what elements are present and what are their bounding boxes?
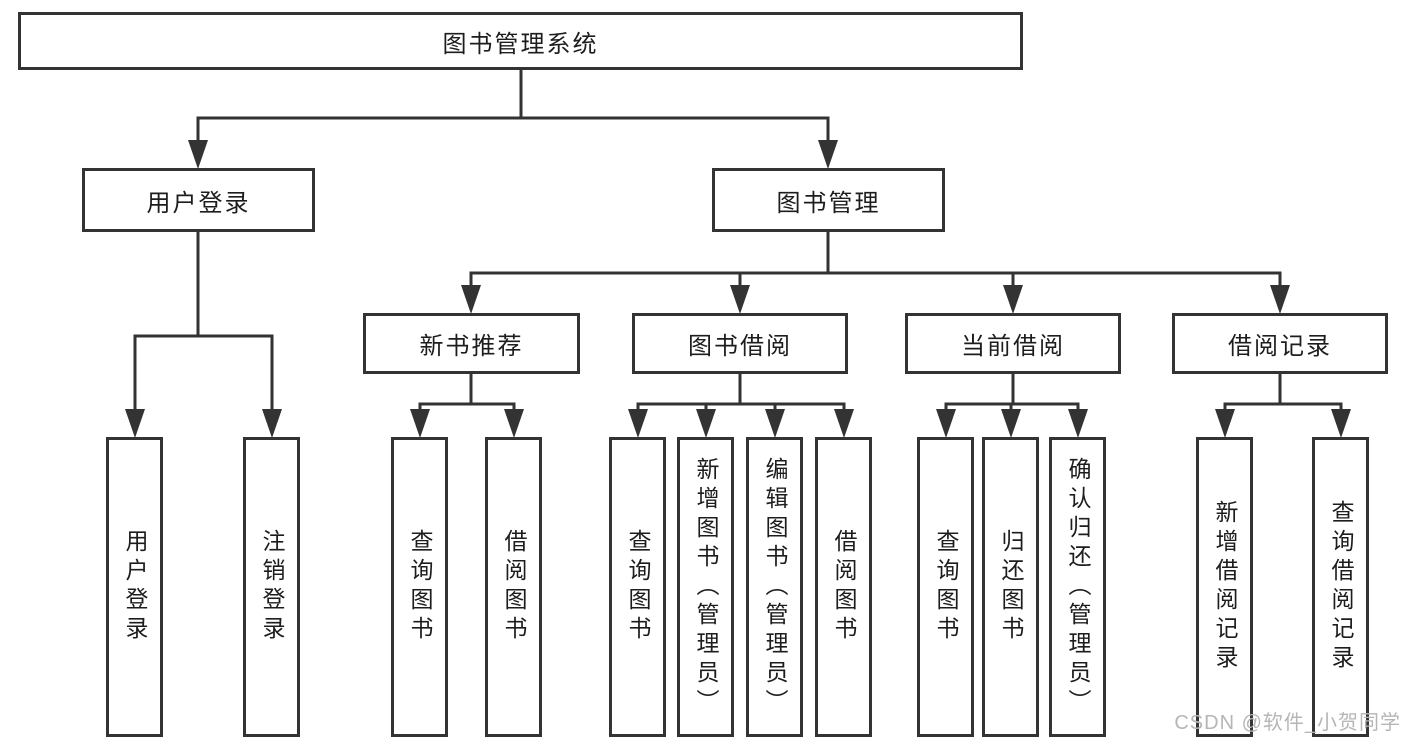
leaf-logout: 注销登录 bbox=[243, 437, 300, 737]
csdn-watermark: CSDN @软件_小贺同学 bbox=[1174, 712, 1401, 734]
node-label: 新增图书（管理员） bbox=[693, 456, 719, 718]
leaf-edit-books-admin: 编辑图书（管理员） bbox=[746, 437, 803, 737]
leaf-query-borrow-record: 查询借阅记录 bbox=[1312, 437, 1369, 737]
node-label: 新增借阅记录 bbox=[1212, 500, 1238, 674]
node-book-management: 图书管理 bbox=[712, 168, 945, 232]
node-label: 借阅图书 bbox=[831, 529, 857, 645]
node-user-login: 用户登录 bbox=[82, 168, 315, 232]
leaf-return-books: 归还图书 bbox=[982, 437, 1039, 737]
node-label: 用户登录 bbox=[146, 189, 251, 217]
leaf-borrow-books: 借阅图书 bbox=[815, 437, 872, 737]
node-new-book-recommend: 新书推荐 bbox=[363, 313, 580, 374]
node-label: 借阅记录 bbox=[1228, 333, 1332, 360]
leaf-borrow-books-recommend: 借阅图书 bbox=[485, 437, 542, 737]
node-label: 归还图书 bbox=[998, 529, 1024, 645]
leaf-query-books-current: 查询图书 bbox=[917, 437, 974, 737]
node-label: 用户登录 bbox=[122, 529, 148, 645]
leaf-add-books-admin: 新增图书（管理员） bbox=[677, 437, 734, 737]
arrowheads bbox=[125, 140, 1351, 438]
node-root-system: 图书管理系统 bbox=[18, 12, 1023, 70]
node-label: 图书管理系统 bbox=[442, 30, 599, 58]
node-book-borrow: 图书借阅 bbox=[632, 313, 848, 374]
node-current-borrow: 当前借阅 bbox=[905, 313, 1121, 374]
node-label: 图书管理 bbox=[776, 189, 881, 217]
node-label: 借阅图书 bbox=[501, 529, 527, 645]
node-label: 查询图书 bbox=[933, 529, 959, 645]
leaf-add-borrow-record: 新增借阅记录 bbox=[1196, 437, 1253, 737]
node-label: 查询借阅记录 bbox=[1328, 500, 1354, 674]
leaf-query-books-recommend: 查询图书 bbox=[391, 437, 448, 737]
node-label: 新书推荐 bbox=[419, 333, 524, 360]
node-label: 确认归还（管理员） bbox=[1065, 456, 1091, 718]
leaf-user-login: 用户登录 bbox=[106, 437, 163, 737]
node-label: 查询图书 bbox=[407, 529, 433, 645]
node-label: 注销登录 bbox=[259, 529, 285, 645]
node-label: 图书借阅 bbox=[688, 333, 792, 360]
leaf-confirm-return-admin: 确认归还（管理员） bbox=[1049, 437, 1106, 737]
node-label: 查询图书 bbox=[625, 529, 651, 645]
node-label: 编辑图书（管理员） bbox=[762, 456, 788, 718]
node-label: 当前借阅 bbox=[961, 333, 1065, 360]
leaf-query-books-borrow: 查询图书 bbox=[609, 437, 666, 737]
node-borrow-record: 借阅记录 bbox=[1172, 313, 1388, 374]
